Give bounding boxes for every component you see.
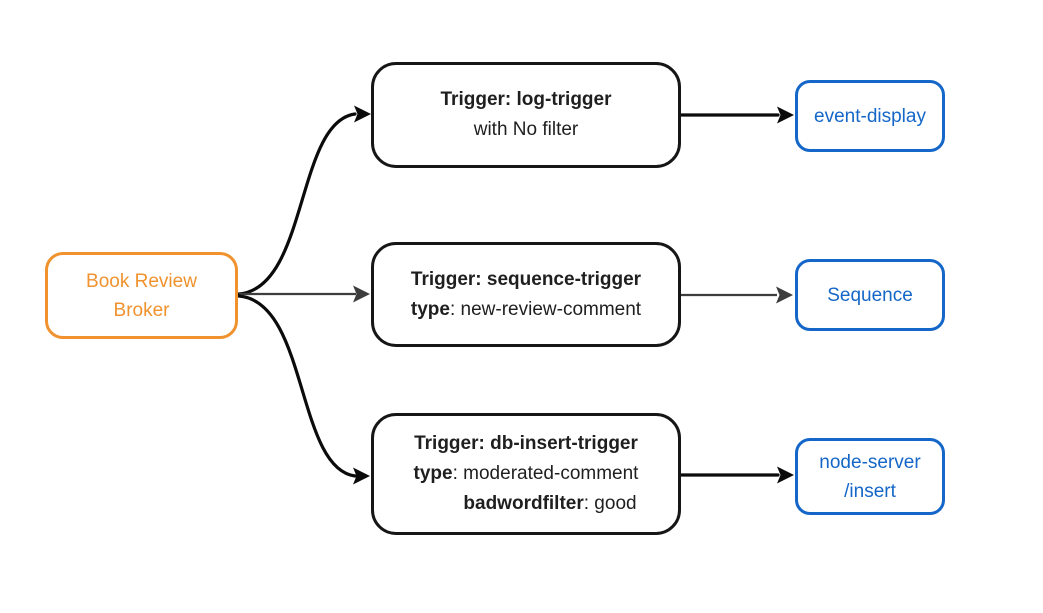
sink-label: node-server: [819, 451, 921, 473]
trigger-detail-2: badwordfilter: good: [415, 489, 636, 519]
trigger-node-log-trigger: Trigger: log-trigger with No filter: [371, 62, 681, 168]
broker-node: Book Review Broker: [45, 252, 238, 339]
trigger-detail: with No filter: [474, 115, 579, 145]
arrowhead-node-server: [777, 466, 794, 484]
trigger-title: Trigger: log-trigger: [440, 89, 612, 110]
trigger-node-sequence-trigger: Trigger: sequence-trigger type: new-revi…: [371, 242, 681, 347]
trigger-node-db-insert-trigger: Trigger: db-insert-trigger type: moderat…: [371, 413, 681, 535]
sink-label-line2: /insert: [844, 480, 896, 502]
trigger-detail: type: moderated-comment: [414, 459, 639, 489]
arrow-broker-to-db-insert-trigger: [237, 294, 357, 478]
detail-value: with No filter: [473, 119, 579, 140]
detail-key: badwordfilter: [463, 493, 584, 514]
detail-value: : good: [583, 493, 637, 514]
trigger-detail: type: new-review-comment: [411, 295, 641, 325]
detail-value: : new-review-comment: [449, 298, 642, 320]
sink-label: event-display: [814, 105, 926, 127]
detail-value: : moderated-comment: [452, 463, 639, 484]
sink-node-event-display: event-display: [795, 80, 945, 152]
arrowhead-db-insert-trigger: [353, 467, 370, 485]
sink-node-sequence: Sequence: [795, 259, 945, 331]
arrow-broker-to-log-trigger: [237, 112, 357, 296]
sink-label: Sequence: [827, 284, 913, 306]
detail-key: type: [410, 298, 450, 320]
sink-node-node-server-insert: node-server /insert: [795, 438, 945, 515]
trigger-title: Trigger: db-insert-trigger: [414, 433, 638, 454]
broker-label: Book Review Broker: [86, 270, 197, 321]
trigger-title: Trigger: sequence-trigger: [410, 268, 642, 290]
arrowhead-event-display: [777, 106, 794, 124]
detail-key: type: [413, 463, 453, 484]
arrowhead-sequence-trigger: [353, 285, 370, 303]
arrowhead-sequence: [776, 286, 793, 304]
arrowhead-log-trigger: [354, 105, 371, 123]
